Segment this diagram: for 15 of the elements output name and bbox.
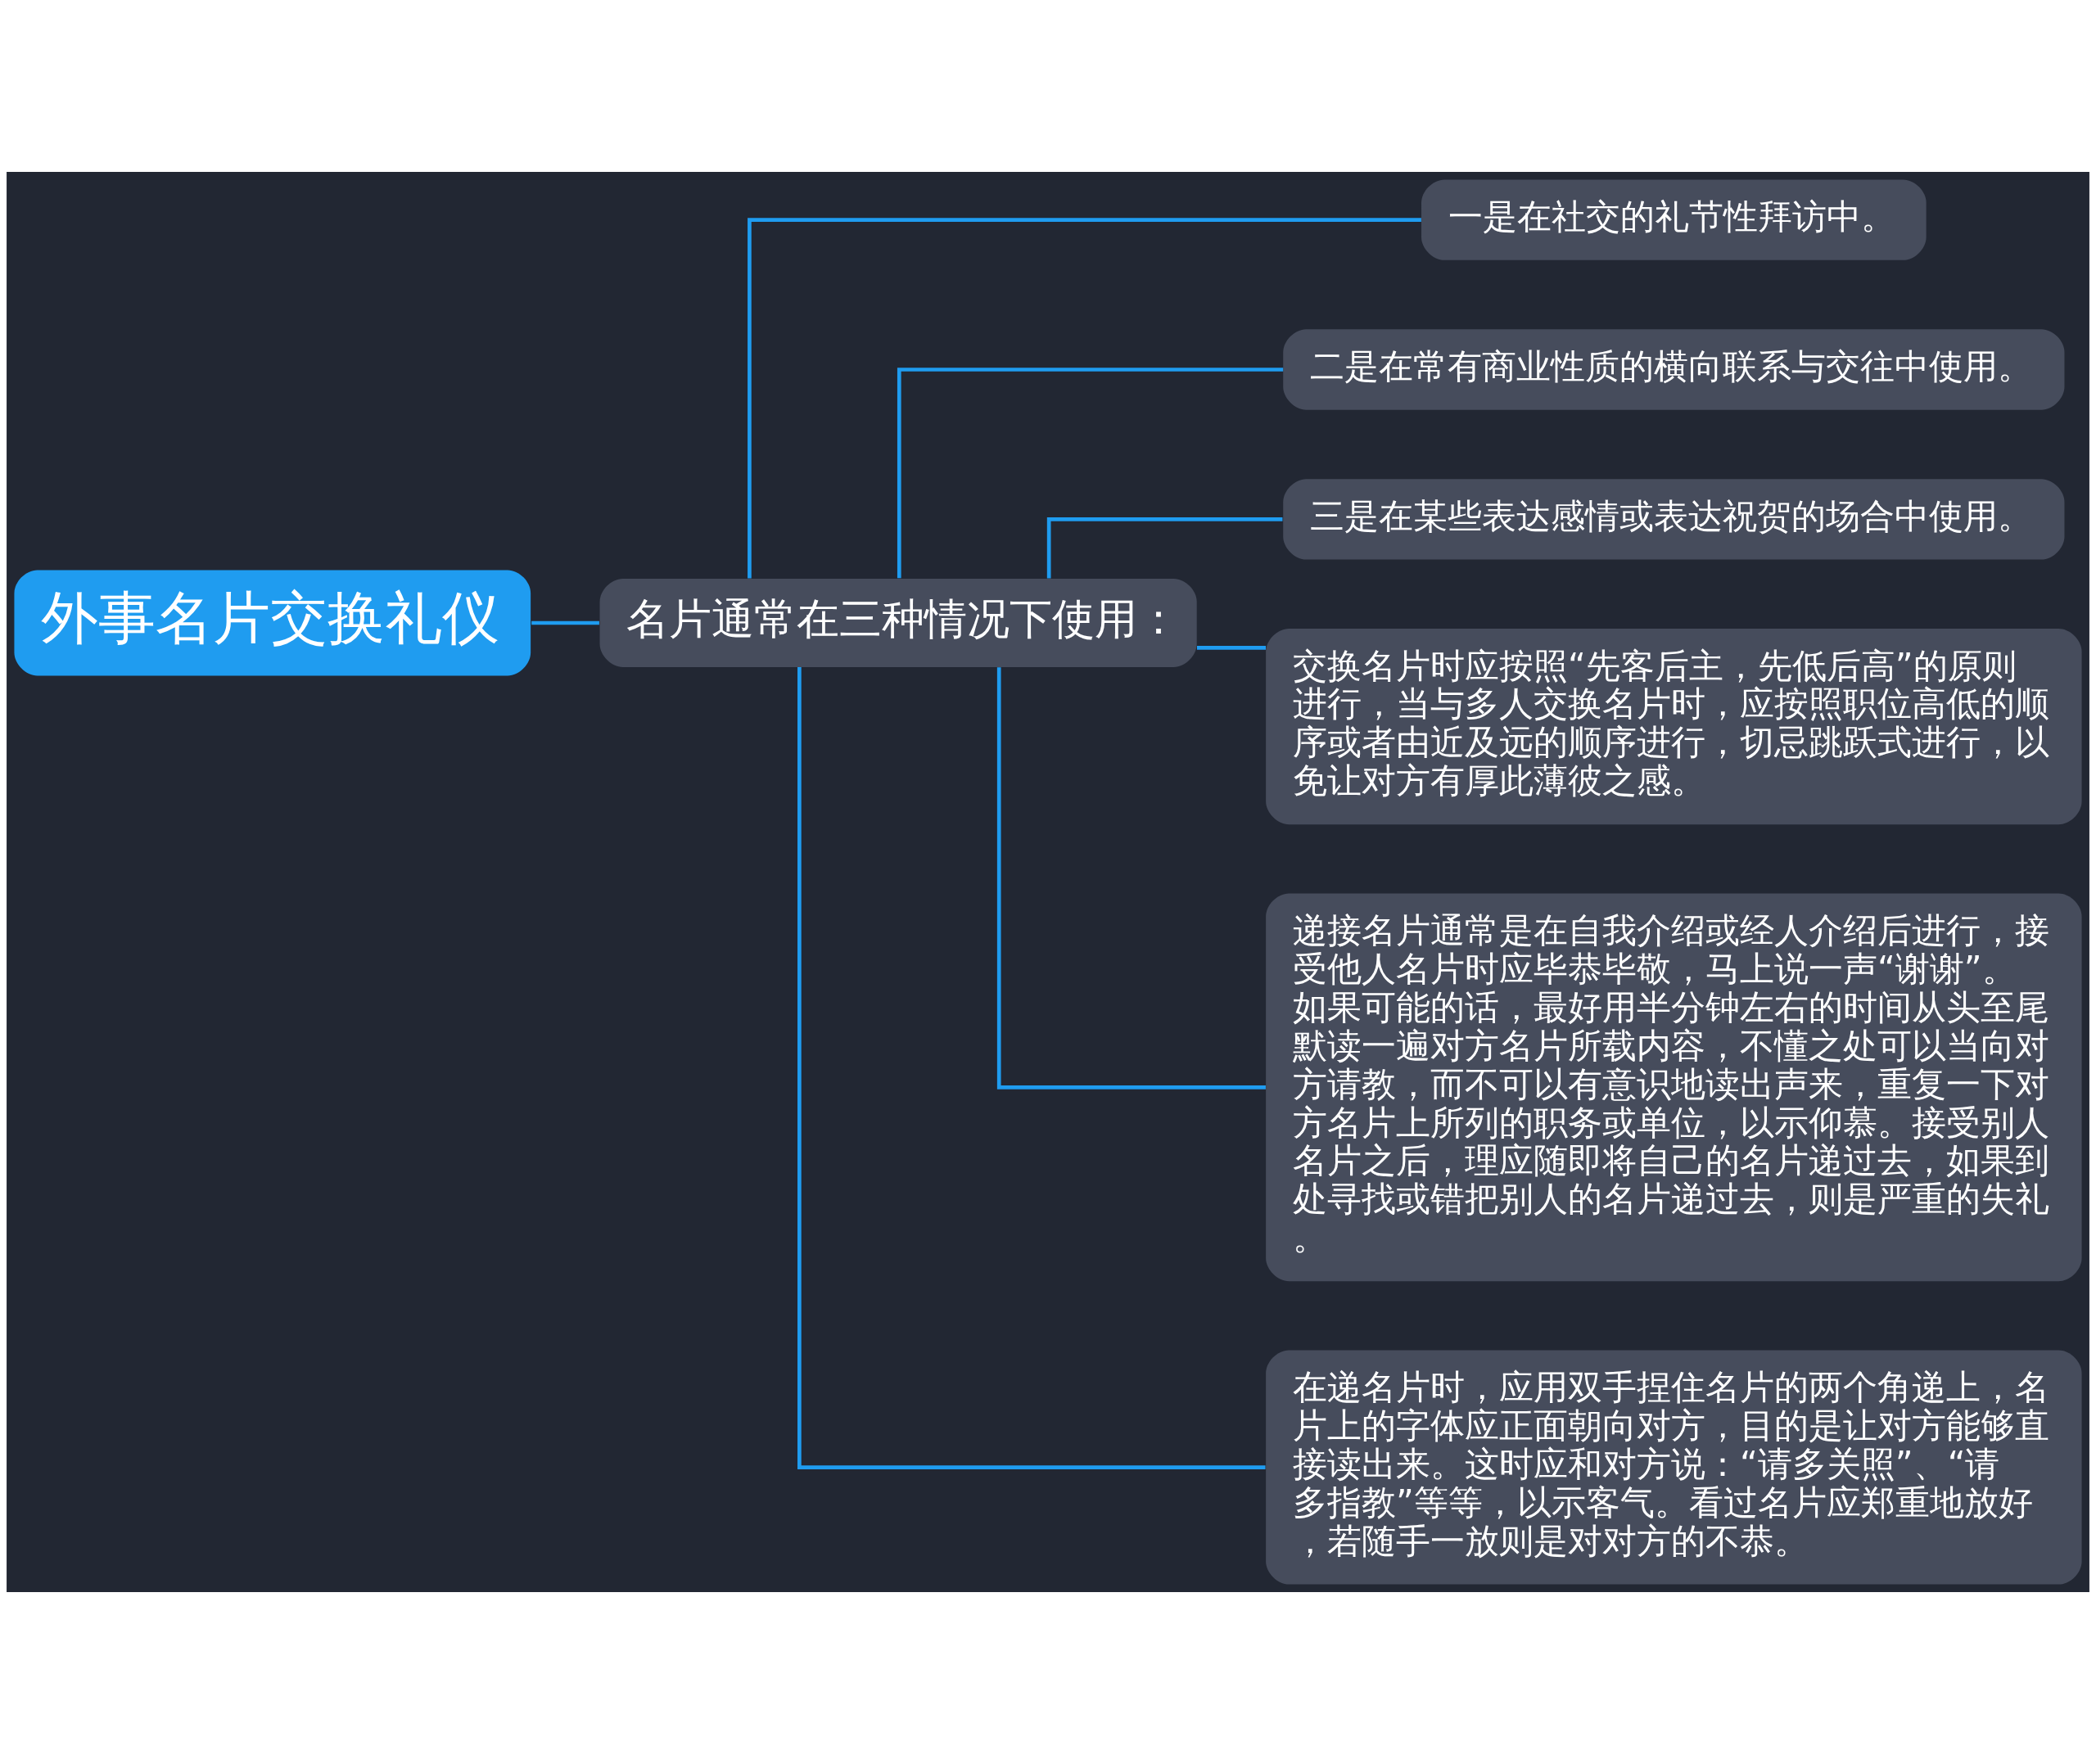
- connector: [748, 218, 1421, 579]
- node-box: 三是在某些表达感情或表达祝贺的场合中使用。: [1283, 479, 2065, 560]
- connector: [996, 667, 1266, 1090]
- node-box: 外事名片交换礼仪: [14, 570, 531, 676]
- connector: [531, 620, 599, 625]
- connector: [797, 667, 1266, 1469]
- node-box: 一是在社交的礼节性拜访中。: [1421, 179, 1927, 260]
- connector: [897, 368, 1284, 579]
- connector: [1046, 517, 1283, 579]
- node-box: 二是在常有商业性质的横向联系与交往中使用。: [1283, 329, 2065, 410]
- node-box: 名片通常在三种情况下使用：: [599, 579, 1197, 667]
- node-box: 在递名片时，应用双手捏住名片的两个角递上，名片上的字体应正面朝向对方，目的是让对方能够直接读出来。这时应和对方说：“请多关照”、“请多指教”等等，以示客气。看过名片应郑重地放好，若随手一放则是对对方的不恭。: [1266, 1350, 2082, 1585]
- node-box: 递接名片通常是在自我介绍或经人介绍后进行，接受他人名片时应毕恭毕敬，马上说一声“谢谢”。如果可能的话，最好用半分钟左右的时间从头至尾默读一遍对方名片所载内容，不懂之处可以当向对方请教，而不可以有意识地读出声来，重复一下对方名片上所列的职务或单位，以示仰慕。接受别人名片之后，理应随即将自己的名片递过去，如果到处寻找或错把别人的名片递过去，则是严重的失礼。: [1266, 893, 2082, 1282]
- node-box: 交换名片时应按照“先客后主，先低后高”的原则进行，当与多人交换名片时，应按照职位高低的顺序或者由近及远的顺序进行，切忌跳跃式进行，以免让对方有厚此薄彼之感。: [1266, 629, 2082, 825]
- connector: [1197, 646, 1266, 650]
